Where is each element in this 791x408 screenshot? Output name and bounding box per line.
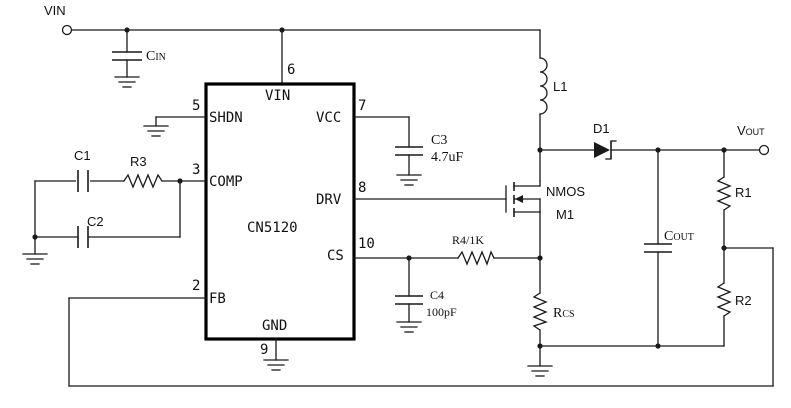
nmos-name: M1 — [556, 207, 574, 222]
c4-capacitor: C4 100pF — [395, 257, 457, 333]
pin-comp-number: 3 — [192, 162, 200, 178]
vout-label: V — [737, 123, 746, 138]
pin-vin-label: VIN — [265, 88, 290, 104]
c4-name: C4 — [430, 288, 444, 302]
pin-cs-number: 10 — [358, 236, 375, 252]
svg-text:RCS: RCS — [553, 306, 575, 321]
chip-cn5120: CN5120 VIN 6 SHDN 5 COMP 3 FB 2 VCC 7 DR… — [192, 62, 375, 358]
cout-label-sub: OUT — [673, 232, 694, 243]
pin-fb-number: 2 — [192, 278, 200, 294]
pin-comp-label: COMP — [209, 174, 243, 190]
pin-cs-label: CS — [327, 248, 344, 264]
pin-vcc-label: VCC — [316, 110, 341, 126]
svg-text:CIN: CIN — [146, 49, 166, 64]
r4-resistor: R4/1K — [452, 233, 495, 266]
vin-rail — [71, 27, 541, 85]
d1-diode: D1 — [593, 121, 761, 160]
cin-label: C — [146, 49, 155, 64]
pin-vin-number: 6 — [287, 62, 295, 78]
c1-capacitor: C1 — [74, 148, 91, 192]
chip-gnd-ground — [263, 338, 289, 371]
cin-capacitor: CIN — [112, 29, 166, 88]
c4-value: 100pF — [426, 305, 457, 319]
rcs-label-sub: CS — [562, 309, 574, 320]
cout-capacitor: COUT — [644, 149, 694, 347]
rcs-resistor: RCS — [532, 257, 575, 367]
r4-label: R4/1K — [452, 233, 484, 247]
r2-resistor: R2 — [716, 282, 752, 347]
fb-tap — [68, 245, 774, 387]
shdn-ground — [143, 116, 207, 137]
svg-text:VOUT: VOUT — [737, 123, 765, 138]
ground-return — [527, 343, 725, 377]
pin-vcc-number: 7 — [358, 98, 366, 114]
c3-name: C3 — [431, 133, 447, 148]
r1-label: R1 — [735, 185, 752, 200]
pin-drv-label: DRV — [316, 192, 342, 208]
r1-resistor: R1 — [716, 149, 752, 284]
switch-node — [537, 147, 595, 182]
vout-label-sub: OUT — [746, 127, 766, 137]
nmos-type: NMOS — [546, 184, 585, 199]
c2-capacitor: C2 — [77, 214, 104, 248]
cs-network — [353, 255, 543, 261]
vin-label: VIN — [44, 3, 66, 18]
nmos-m1: NMOS M1 — [505, 180, 585, 259]
r3-label: R3 — [130, 154, 147, 169]
pin-drv-number: 8 — [358, 180, 366, 196]
svg-text:COUT: COUT — [664, 229, 694, 244]
cin-label-sub: IN — [155, 52, 166, 63]
c3-value: 4.7uF — [431, 150, 464, 165]
pin-fb-label: FB — [209, 291, 226, 307]
cout-label: C — [664, 229, 673, 244]
pin-gnd-number: 9 — [260, 342, 268, 358]
l1-label: L1 — [553, 79, 567, 94]
r3-resistor: R3 — [123, 154, 163, 189]
pin-gnd-label: GND — [262, 318, 287, 334]
pin-shdn-label: SHDN — [209, 110, 243, 126]
vin-terminal: VIN — [44, 3, 73, 36]
c3-capacitor: C3 4.7uF — [353, 116, 464, 186]
c1-label: C1 — [74, 148, 91, 163]
r2-label: R2 — [735, 293, 752, 308]
d1-label: D1 — [593, 121, 610, 136]
comp-network — [22, 178, 207, 265]
l1-inductor: L1 — [539, 57, 567, 151]
pin-shdn-number: 5 — [192, 98, 200, 114]
rcs-label: R — [553, 306, 563, 321]
c2-label: C2 — [87, 214, 104, 229]
chip-name: CN5120 — [247, 220, 298, 236]
